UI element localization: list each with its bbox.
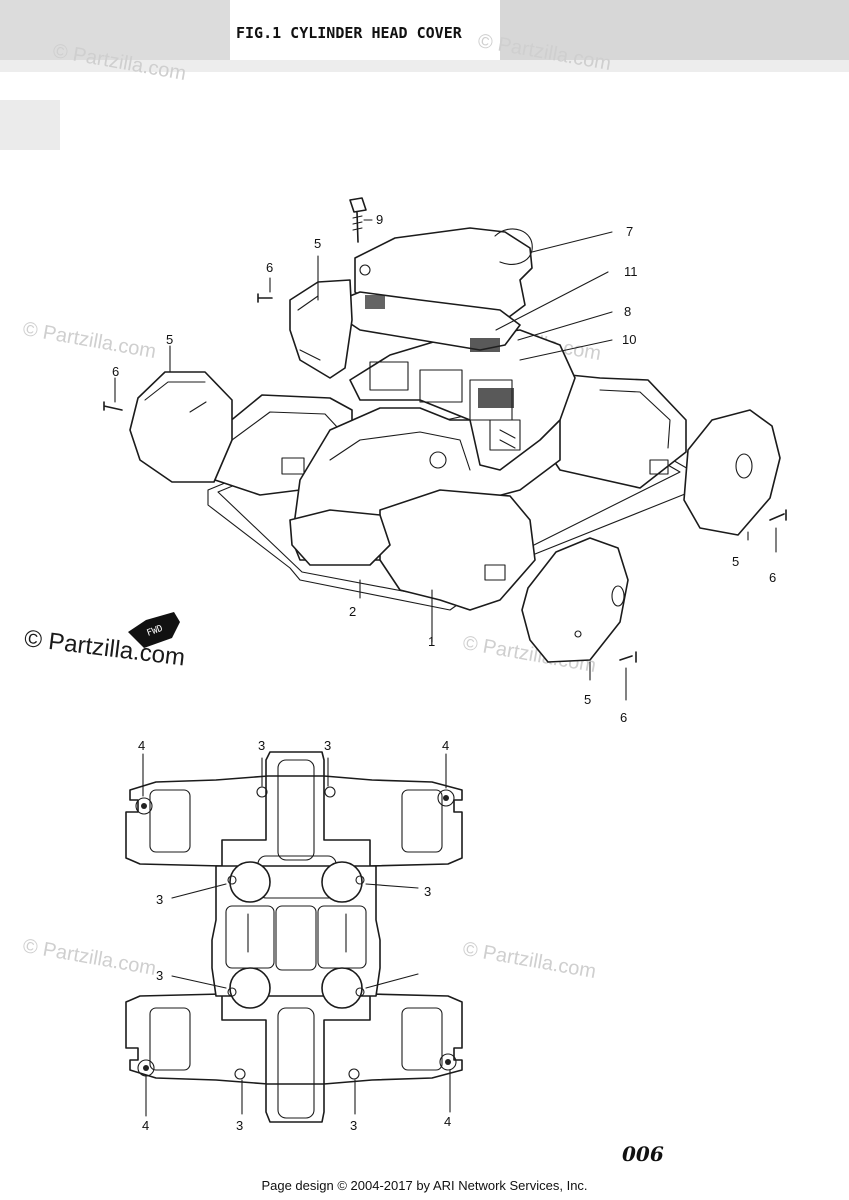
upper-callout-6: 6 — [620, 710, 627, 725]
screw-6 — [769, 509, 787, 521]
end-cap-upper-left — [289, 279, 353, 379]
end-cap-front-right — [521, 537, 629, 663]
lower-callout-3: 3 — [258, 738, 265, 753]
end-cap-right — [683, 409, 781, 536]
upper-callout-1: 1 — [428, 634, 435, 649]
fwd-arrow-icon: FWD — [128, 612, 180, 648]
screw-6 — [619, 651, 637, 663]
lower-callout-4: 4 — [444, 1114, 451, 1129]
screw-6 — [257, 293, 273, 303]
upper-callout-6: 6 — [266, 260, 273, 275]
lower-callout-4: 4 — [142, 1118, 149, 1133]
upper-callout-5: 5 — [166, 332, 173, 347]
page-code: 006 — [622, 1142, 664, 1166]
lower-callout-3: 3 — [350, 1118, 357, 1133]
head-cover-front-right — [379, 489, 536, 611]
upper-callout-2: 2 — [349, 604, 356, 619]
scan-noise — [0, 0, 849, 150]
end-cap-left — [129, 371, 233, 483]
upper-callout-6: 6 — [112, 364, 119, 379]
upper-callout-11: 11 — [624, 264, 638, 279]
figure-title: FIG.1 CYLINDER HEAD COVER — [236, 24, 462, 42]
lower-callout-3: 3 — [156, 968, 163, 983]
upper-callout-9: 9 — [376, 212, 383, 227]
screw-6 — [103, 401, 123, 411]
upper-callout-5: 5 — [314, 236, 321, 251]
head-cover-front-left — [289, 509, 391, 566]
footer-copyright: Page design © 2004-2017 by ARI Network S… — [261, 1178, 588, 1193]
upper-callout-5: 5 — [584, 692, 591, 707]
lower-callout-3: 3 — [156, 892, 163, 907]
upper-callout-6: 6 — [769, 570, 776, 585]
upper-callout-10: 10 — [622, 332, 636, 347]
upper-callout-5: 5 — [732, 554, 739, 569]
upper-callout-8: 8 — [624, 304, 631, 319]
gasket-plan-view — [125, 751, 463, 1123]
lower-callout-3: 3 — [236, 1118, 243, 1133]
lower-callout-4: 4 — [442, 738, 449, 753]
lower-callout-3: 3 — [324, 738, 331, 753]
upper-callout-7: 7 — [626, 224, 633, 239]
lower-callout-3: 3 — [424, 884, 431, 899]
lower-callout-4: 4 — [138, 738, 145, 753]
